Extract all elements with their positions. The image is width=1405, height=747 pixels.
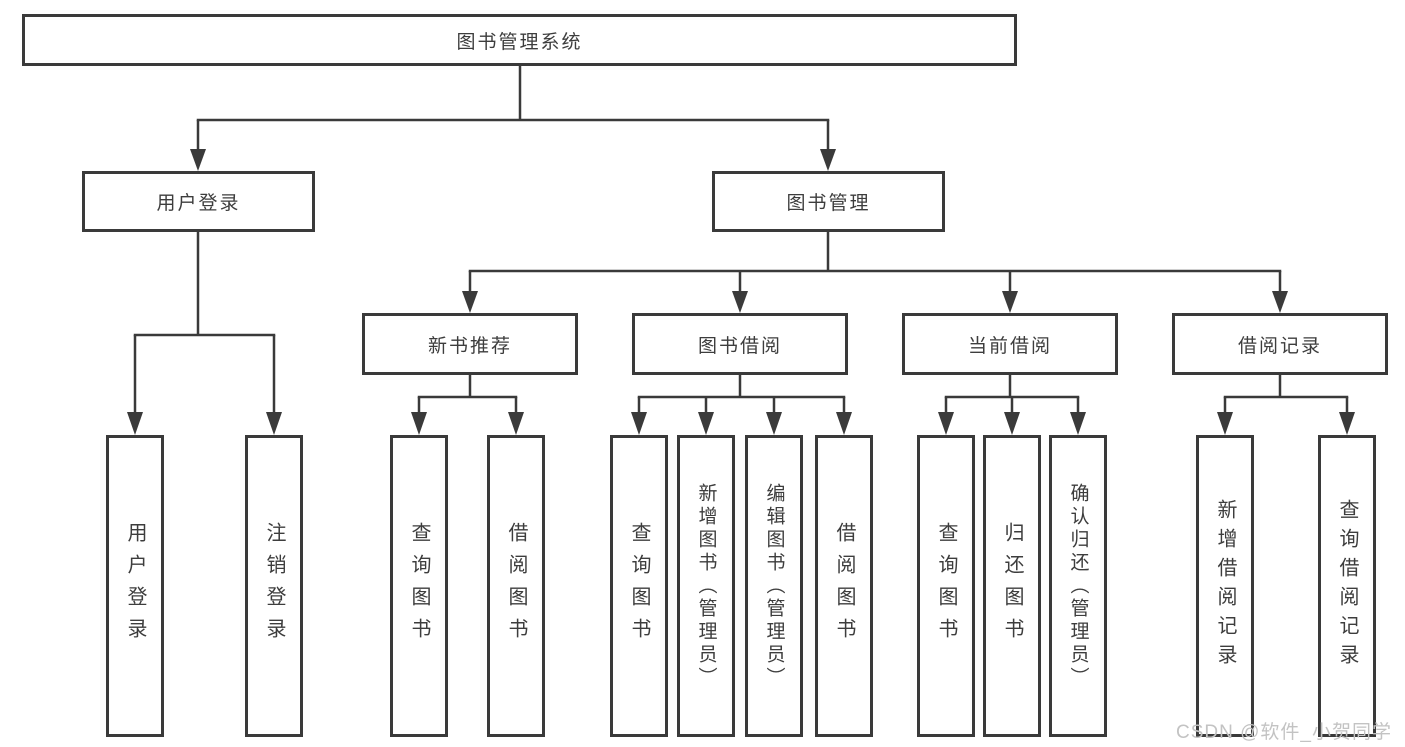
leaf-query-borrow-record: 查询借阅记录 xyxy=(1318,435,1376,737)
node-label: 图书管理 xyxy=(786,193,871,214)
leaf-label: 借阅图书 xyxy=(833,522,855,650)
node-current-borrowing: 当前借阅 xyxy=(902,313,1118,375)
csdn-watermark: CSDN @软件_小贺同学 xyxy=(1176,722,1392,743)
leaf-return-books: 归还图书 xyxy=(983,435,1041,737)
leaf-label: 确认归还（管理员） xyxy=(1067,482,1089,690)
leaf-query-books-recommend: 查询图书 xyxy=(390,435,448,737)
node-label: 当前借阅 xyxy=(967,335,1052,357)
leaf-label: 查询图书 xyxy=(408,522,430,650)
leaf-label: 用户登录 xyxy=(124,522,146,650)
leaf-label: 借阅图书 xyxy=(505,522,527,650)
node-new-book-recommend: 新书推荐 xyxy=(362,313,578,375)
leaf-label: 归还图书 xyxy=(1001,522,1023,650)
node-borrowing-records: 借阅记录 xyxy=(1172,313,1388,375)
node-book-management: 图书管理 xyxy=(712,171,945,232)
leaf-label: 编辑图书（管理员） xyxy=(763,482,785,690)
leaf-confirm-return-admin: 确认归还（管理员） xyxy=(1049,435,1107,737)
node-label: 借阅记录 xyxy=(1237,335,1322,357)
leaf-add-borrow-record: 新增借阅记录 xyxy=(1196,435,1254,737)
leaf-borrow-books-borrowing: 借阅图书 xyxy=(815,435,873,737)
leaf-label: 查询借阅记录 xyxy=(1336,499,1358,673)
node-label: 新书推荐 xyxy=(427,335,512,357)
leaf-query-books-current: 查询图书 xyxy=(917,435,975,737)
node-label: 用户登录 xyxy=(156,193,241,214)
leaf-label: 新增借阅记录 xyxy=(1214,499,1236,673)
node-user-login: 用户登录 xyxy=(82,171,315,232)
leaf-label: 查询图书 xyxy=(935,522,957,650)
leaf-label: 新增图书（管理员） xyxy=(695,482,717,690)
node-root-system: 图书管理系统 xyxy=(22,14,1017,66)
leaf-user-login: 用户登录 xyxy=(106,435,164,737)
node-book-borrowing: 图书借阅 xyxy=(632,313,848,375)
leaf-logout: 注销登录 xyxy=(245,435,303,737)
leaf-label: 注销登录 xyxy=(263,522,285,650)
leaf-query-books-borrowing: 查询图书 xyxy=(610,435,668,737)
leaf-label: 查询图书 xyxy=(628,522,650,650)
node-label: 图书管理系统 xyxy=(456,31,583,53)
leaf-add-books-admin: 新增图书（管理员） xyxy=(677,435,735,737)
leaf-borrow-books-recommend: 借阅图书 xyxy=(487,435,545,737)
leaf-edit-books-admin: 编辑图书（管理员） xyxy=(745,435,803,737)
node-label: 图书借阅 xyxy=(697,335,782,357)
